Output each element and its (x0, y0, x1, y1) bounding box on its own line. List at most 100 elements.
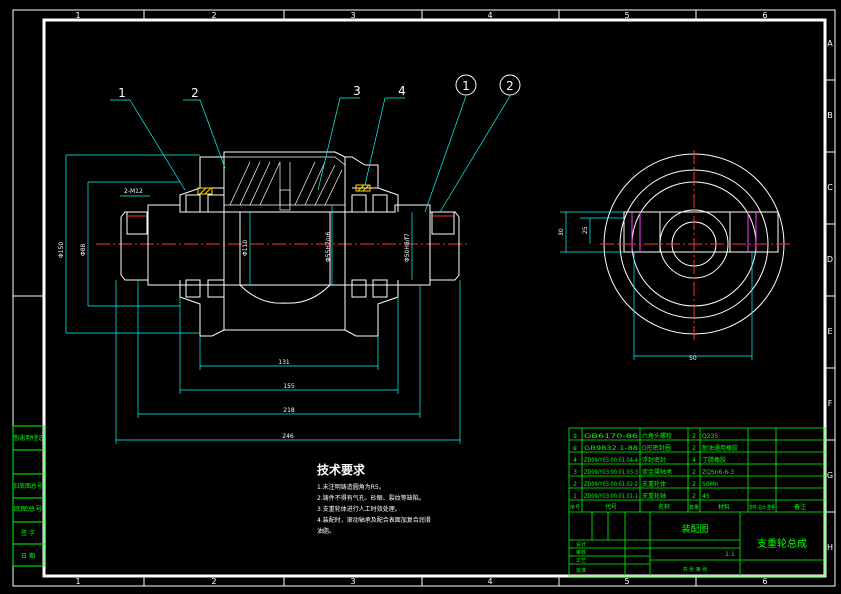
notes-line-1: 1.未注明铸造圆角为R5。 (317, 483, 385, 491)
zone-col-2: 2 (211, 11, 216, 20)
dim-d110: Φ110 (242, 240, 249, 256)
zone-col-5: 5 (624, 11, 629, 20)
part-qty: 2 (692, 493, 696, 500)
header-qty: 数量 (689, 504, 699, 511)
product-name: 支重轮总成 (757, 537, 807, 550)
seal-rings (197, 184, 371, 195)
dim-w155: 155 (283, 383, 295, 390)
callout-2: 2 (191, 86, 199, 100)
zone-col-5b: 5 (624, 577, 629, 586)
zone-labels: 1 2 3 4 5 6 1 2 3 4 5 6 A B C D E F G H (75, 11, 833, 586)
parts-table-grid (568, 427, 826, 577)
part-no: ⑥ (572, 445, 577, 452)
callout-circled-2: 2 (506, 79, 514, 93)
stamp-label-1: 借(通)用件登记 (14, 434, 43, 442)
part-material: 丁腈橡胶 (702, 456, 726, 464)
sign-label-design: 设计 (576, 541, 586, 548)
stamp-label-2: 旧底图总号 (14, 482, 43, 490)
callout-circled-1: 1 (462, 79, 470, 93)
front-section-view (96, 151, 470, 337)
left-stamp-labels: 借(通)用件登记 旧底图总号 底图总号 签 字 日 期 (14, 434, 43, 560)
dim-d150: Φ150 (58, 242, 65, 258)
zone-row-h: H (827, 543, 833, 552)
parts-table-text: ⑤ GB6170-86 六角头螺栓 2 Q235 ⑥ GB9832.1-88 O… (570, 432, 806, 511)
dim-bearing-fit: Φ55H7/u6 (325, 231, 332, 262)
part-material: 50Mn (702, 481, 719, 488)
part-code: GB9832.1-88 (584, 445, 638, 452)
part-no: 3 (573, 469, 577, 476)
zone-col-1: 1 (75, 11, 80, 20)
part-code: ZD09/Y03.00.01.03-3 (584, 469, 638, 476)
zone-col-1b: 1 (75, 577, 80, 586)
callout-labels: 1 2 3 4 1 2 (118, 79, 514, 100)
zone-col-6: 6 (762, 11, 767, 20)
callout-bubbles (455, 74, 521, 96)
part-qty: 2 (692, 481, 696, 488)
zone-row-b: B (827, 111, 833, 120)
dim-side50: 50 (689, 355, 697, 362)
drawing-name: 装配图 (681, 523, 708, 535)
part-material: ZQSn6-6-3 (702, 469, 734, 476)
part-code: GB6170-86 (584, 433, 638, 440)
sheet-count: 共 张 第 张 (683, 566, 708, 573)
zone-col-4b: 4 (487, 577, 492, 586)
callout-3: 3 (353, 84, 361, 98)
callout-4: 4 (398, 84, 406, 98)
zone-row-f: F (828, 399, 833, 408)
part-qty: 2 (692, 433, 696, 440)
stamp-label-4: 签 字 (21, 529, 35, 537)
dim-side25: 25 (582, 226, 589, 234)
notes-line-4: 4.装配时，滚动轴承及配合表面加复合润滑 (317, 516, 431, 524)
bolt-holes (126, 211, 455, 235)
side-view (600, 150, 790, 340)
technical-notes: 技术要求 1.未注明铸造圆角为R5。 2.铸件不得有气孔、砂眼、裂纹等缺陷。 3… (317, 462, 431, 535)
part-no: 4 (573, 457, 577, 464)
part-material: 45 (702, 493, 710, 500)
header-name: 名称 (658, 503, 670, 511)
stamp-label-5: 日 期 (21, 552, 35, 560)
part-name: O形密封圈 (642, 444, 671, 452)
notes-line-3: 3.支重轮体进行人工时效处理。 (317, 505, 401, 513)
zone-row-c: C (827, 183, 833, 192)
sign-label-review: 审核 (576, 549, 586, 556)
zone-col-4: 4 (487, 11, 492, 20)
part-material: Q235 (702, 433, 718, 440)
part-code: ZD09/Y03.00.01.02-2 (584, 481, 638, 488)
header-remark: 备注 (794, 503, 806, 511)
part-name: 双金属轴承 (642, 468, 672, 476)
zone-row-a: A (827, 39, 833, 48)
bushings (185, 194, 388, 298)
part-qty: 4 (692, 457, 696, 464)
part-name: 支重轮体 (642, 480, 666, 488)
side-dimension-labels: 30 25 50 (558, 226, 697, 362)
dim-hole: 2-M12 (124, 188, 143, 195)
side-dimensions (560, 211, 753, 360)
sign-label-process: 工艺 (576, 558, 586, 564)
sign-label-approve: 批准 (576, 567, 586, 574)
zone-col-3: 3 (350, 11, 355, 20)
part-no: ⑤ (572, 433, 577, 440)
callout-1: 1 (118, 86, 126, 100)
zone-col-2b: 2 (211, 577, 216, 586)
dim-w218: 218 (283, 407, 295, 414)
header-code: 代号 (605, 503, 617, 511)
zone-ticks (13, 10, 835, 586)
left-stamp (12, 425, 45, 567)
part-name: 浮封密封 (642, 456, 666, 464)
sheet-border (12, 9, 836, 587)
header-weight: 单件 总计 重量 (749, 504, 775, 511)
dim-side30: 30 (558, 228, 565, 236)
zone-row-g: G (827, 471, 833, 480)
part-qty: 2 (692, 445, 696, 452)
dimension-labels: Φ150 Φ88 Φ110 Φ55H7/u6 Φ50H8/f7 2-M12 13… (58, 188, 411, 440)
header-no: 序号 (570, 504, 580, 511)
part-qty: 2 (692, 469, 696, 476)
dim-shaft-fit: Φ50H8/f7 (404, 233, 411, 262)
part-name: 六角头螺栓 (642, 432, 672, 440)
dim-w246: 246 (282, 433, 294, 440)
part-name: 支重轮轴 (642, 492, 666, 500)
dim-w131: 131 (278, 359, 290, 366)
zone-col-3b: 3 (350, 577, 355, 586)
front-dimensions (65, 95, 511, 444)
